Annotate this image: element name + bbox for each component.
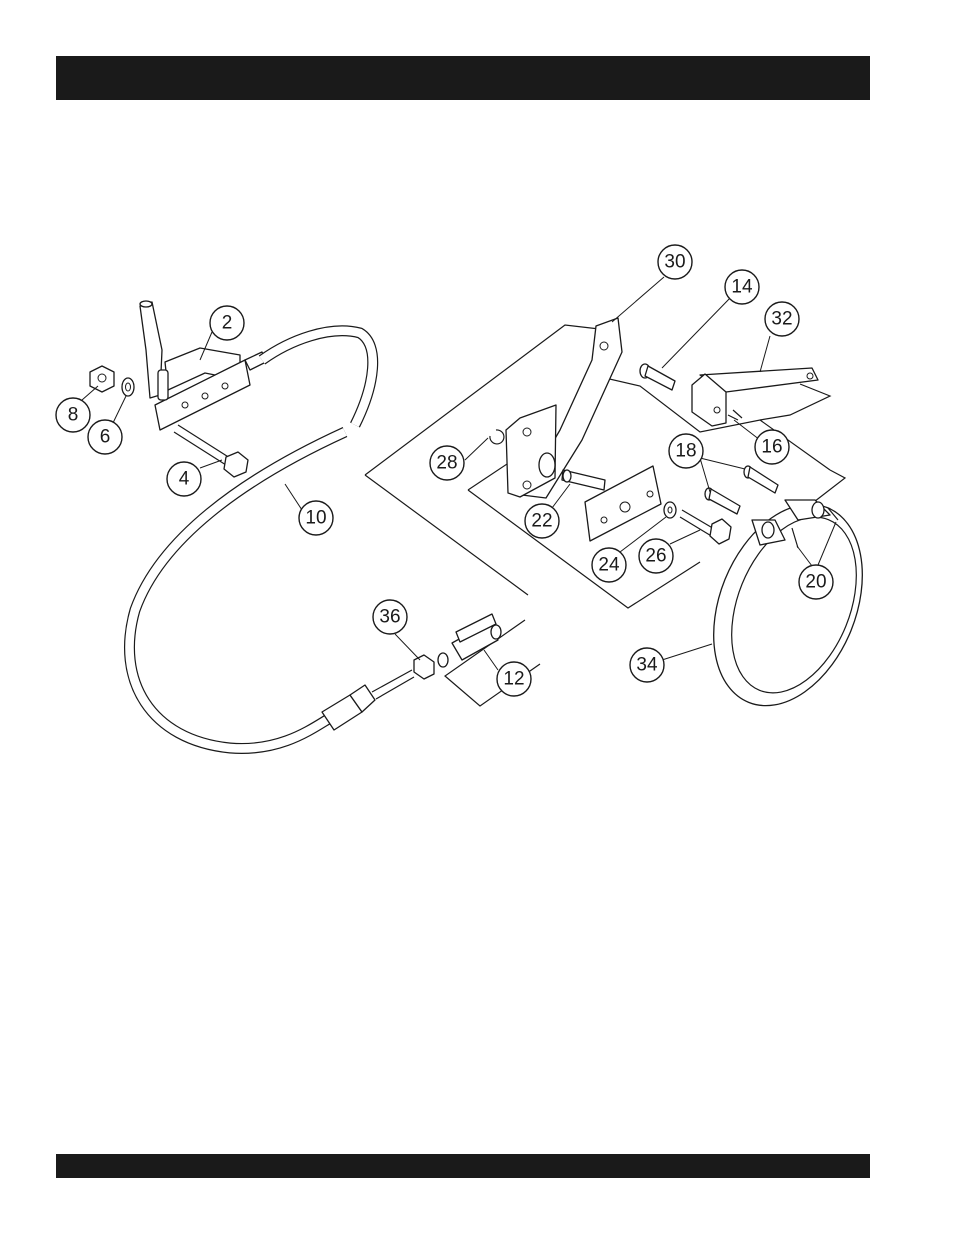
callout-label: 2 <box>222 313 233 334</box>
cotter-pin-16 <box>728 410 742 420</box>
callout-label: 18 <box>675 441 696 462</box>
pin-shank <box>709 489 740 514</box>
callout-label: 14 <box>731 277 753 298</box>
cable-threaded-end <box>376 677 414 699</box>
callout-label: 34 <box>636 655 658 676</box>
arm-group-line <box>760 384 830 420</box>
callout-label: 6 <box>100 427 111 448</box>
callout-18: 18 <box>669 434 703 468</box>
callout-label: 4 <box>179 469 190 490</box>
callout-label: 24 <box>598 555 620 576</box>
callout-label: 12 <box>503 669 524 690</box>
callout-label: 36 <box>379 607 400 628</box>
pedal-group-line-lower <box>365 475 528 595</box>
washer-24 <box>664 502 676 518</box>
callout-label: 28 <box>436 453 457 474</box>
shaft-end <box>563 470 571 482</box>
callout-label: 32 <box>771 309 792 330</box>
callout-20: 20 <box>799 565 833 599</box>
callout-label: 20 <box>805 572 826 593</box>
hand-lever-assembly <box>140 301 266 430</box>
callout-30: 30 <box>658 245 692 279</box>
callout-28: 28 <box>430 446 464 480</box>
clevis-pins-18 <box>705 466 778 514</box>
pivot-group-line-a <box>468 462 510 490</box>
hub-bore <box>539 453 555 477</box>
callout-8: 8 <box>56 398 90 432</box>
band-arm-32 <box>692 368 818 426</box>
jam-nut-36 <box>414 655 434 679</box>
callout-2: 2 <box>210 306 244 340</box>
brake-band-34 <box>686 482 891 728</box>
bolt-26-shank <box>680 517 713 537</box>
band-outer <box>686 482 891 728</box>
callout-34: 34 <box>630 648 664 682</box>
callout-32: 32 <box>765 302 799 336</box>
callout-4: 4 <box>167 462 201 496</box>
control-cable <box>129 331 414 749</box>
callout-10: 10 <box>299 501 333 535</box>
callout-36: 36 <box>373 600 407 634</box>
bolt-head <box>224 452 248 477</box>
callout-label: 8 <box>68 405 79 426</box>
retaining-ring-28 <box>490 430 504 444</box>
bolt-26-head <box>710 519 731 544</box>
lever-handle-tip <box>140 301 152 307</box>
callout-label: 22 <box>531 511 552 532</box>
lug-bore <box>762 522 774 538</box>
callout-label: 30 <box>664 252 685 273</box>
bolt-shank <box>178 425 230 458</box>
callout-label: 16 <box>761 437 782 458</box>
callout-label: 10 <box>305 508 326 529</box>
pin-shank <box>748 467 778 493</box>
clevis-pin <box>491 625 501 639</box>
callout-26: 26 <box>639 539 673 573</box>
bolt-shank <box>174 432 226 465</box>
washer-6 <box>122 378 134 396</box>
callout-24: 24 <box>592 548 626 582</box>
lever-slot <box>158 370 168 400</box>
callout-14: 14 <box>725 270 759 304</box>
callout-12: 12 <box>497 662 531 696</box>
hex-nut-8 <box>90 366 114 392</box>
callout-label: 26 <box>645 546 666 567</box>
clevis-bushing <box>438 653 448 667</box>
pin-14-shank <box>645 366 675 390</box>
lug-bore <box>812 502 824 518</box>
callout-6: 6 <box>88 420 122 454</box>
callout-16: 16 <box>755 430 789 464</box>
cable-lower-run <box>129 432 345 748</box>
callout-22: 22 <box>525 504 559 538</box>
